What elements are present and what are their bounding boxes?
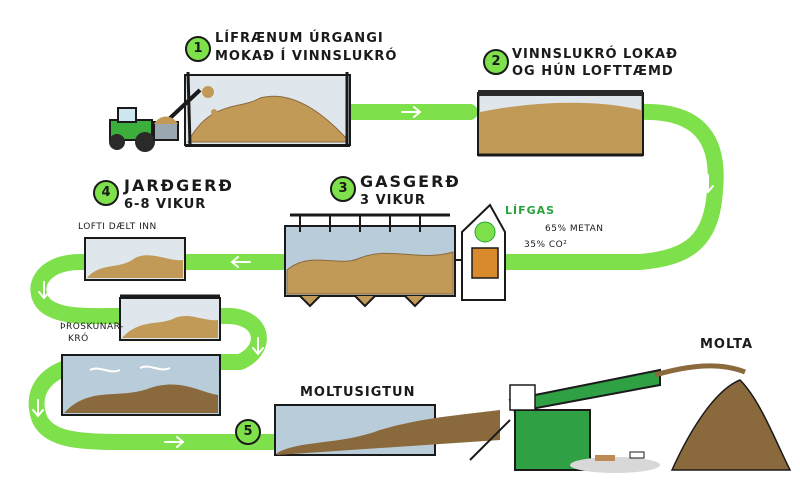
rejects-pile bbox=[570, 451, 660, 473]
step-3-number: 3 bbox=[330, 176, 356, 202]
compost-label: MOLTA bbox=[700, 337, 754, 352]
maturation-tank bbox=[61, 354, 221, 416]
air-pumped-label: LOFTI DÆLT INN bbox=[78, 222, 157, 232]
step-5-number: 5 bbox=[235, 419, 261, 445]
co2-label: 35% CO² bbox=[524, 240, 568, 250]
step-2-subtitle: OG HÚN LOFTTÆMD bbox=[512, 64, 674, 79]
step-4-number: 4 bbox=[93, 180, 119, 206]
sieving-label: MOLTUSIGTUN bbox=[300, 385, 416, 400]
tank-step-4b bbox=[119, 294, 221, 341]
tank-step-4a bbox=[84, 237, 186, 281]
tank-step-2 bbox=[477, 90, 644, 157]
step-1-subtitle: MOKAÐ Í VINNSLUKRÓ bbox=[215, 49, 398, 64]
gas-holder bbox=[461, 203, 506, 301]
step-1-title: LÍFRÆNUM ÚRGANGI bbox=[215, 31, 384, 46]
tank-step-1 bbox=[166, 71, 351, 147]
maturation-label-1: ÞROSKUNAR- bbox=[60, 322, 124, 332]
step-2-number: 2 bbox=[483, 49, 509, 75]
sieving-tank bbox=[274, 404, 500, 456]
path-arrows bbox=[32, 106, 714, 448]
compost-pile bbox=[654, 363, 792, 471]
step-4-title: JARÐGERÐ bbox=[124, 176, 234, 195]
step-3-title: GASGERÐ bbox=[360, 172, 461, 191]
tractor-icon bbox=[109, 107, 179, 152]
sieving-machine bbox=[469, 368, 661, 471]
maturation-label-2: KRÓ bbox=[68, 334, 89, 344]
step-2-title: VINNSLUKRÓ LOKAÐ bbox=[512, 47, 678, 62]
step-3-subtitle: 3 VIKUR bbox=[360, 193, 426, 208]
tank-step-3 bbox=[284, 213, 475, 308]
methane-label: 65% METAN bbox=[545, 224, 604, 234]
step-1-number: 1 bbox=[185, 36, 211, 62]
biogas-label: LÍFGAS bbox=[505, 204, 556, 217]
step-4-subtitle: 6-8 VIKUR bbox=[124, 197, 207, 212]
